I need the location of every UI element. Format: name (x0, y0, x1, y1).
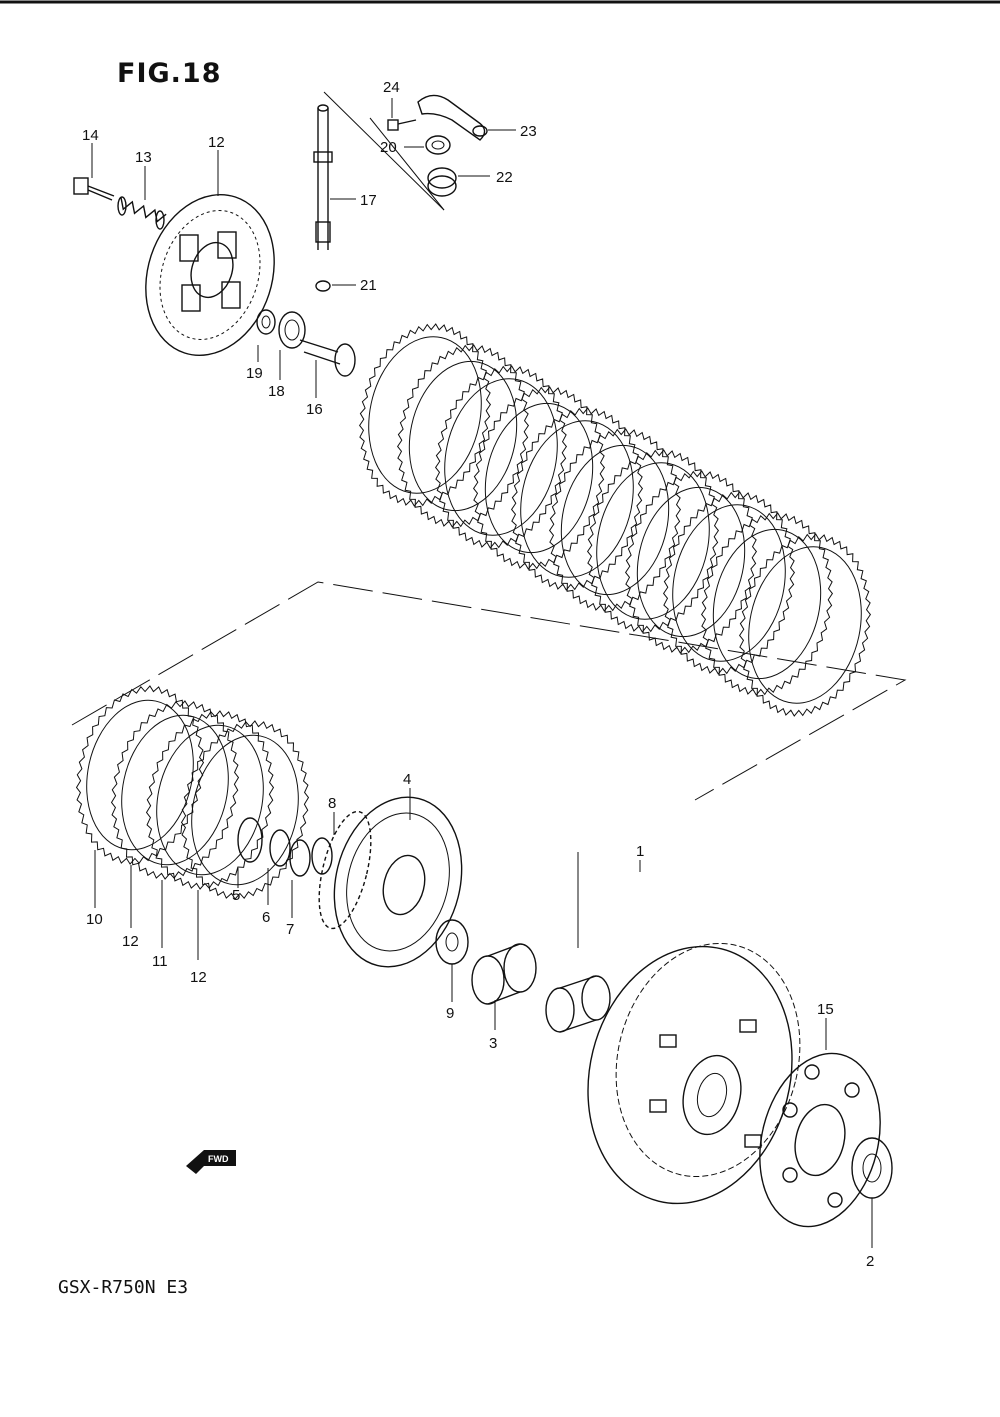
clutch-plate-upper (700, 512, 834, 696)
leader-bracket (323, 91, 445, 211)
clutch-plate-upper (586, 449, 720, 633)
thrust-washer-9 (435, 919, 469, 965)
push-piece-17 (299, 339, 356, 377)
clutch-plate-lower (110, 700, 240, 880)
screw-25 (387, 119, 417, 131)
callout-1: 1 (636, 843, 644, 860)
oil-pump-drive-gear (759, 1052, 881, 1228)
callout-22: 21 (360, 277, 377, 294)
clutch-plate-upper (738, 533, 872, 717)
model-code: GSX-R750N E3 (58, 1277, 189, 1298)
clutch-plate-stack-upper (358, 323, 872, 717)
plate-5 (237, 817, 263, 863)
oil-seal-22 (315, 280, 331, 292)
callout-4: 4 (403, 771, 411, 788)
primary-driven-gear-assembly (587, 942, 801, 1205)
callout-25: 24 (383, 79, 400, 96)
clutch-plate-lower (180, 720, 310, 900)
clutch-plate-stack-lower (75, 685, 310, 900)
figure-title: FIG.18 (117, 58, 222, 89)
callout-10: 10 (86, 911, 103, 928)
clutch-plate-upper (358, 323, 492, 507)
callout-20: 19 (246, 365, 263, 382)
callout-14: 13 (135, 149, 152, 166)
callout-11: 11 (152, 953, 168, 970)
callout-18: 17 (360, 192, 377, 209)
plate-stack-bracket (71, 581, 907, 801)
bearing-19 (278, 311, 306, 349)
callout-17: 16 (306, 401, 323, 418)
pressure-plate (145, 193, 275, 357)
clutch-spring (117, 196, 167, 230)
callout-6: 6 (262, 909, 270, 926)
clutch-release-arm (417, 94, 488, 141)
callout-9: 9 (446, 1005, 454, 1022)
callout-12-upper: 12 (122, 933, 139, 950)
spring-washer-7 (289, 839, 311, 877)
clutch-plate-lower (145, 710, 275, 890)
leader-lines (91, 98, 873, 1248)
callout-12-lower: 12 (190, 969, 207, 986)
fwd-arrow-icon: FWD (186, 1150, 236, 1174)
seat-8 (311, 837, 333, 875)
washer-20 (256, 309, 276, 335)
callout-24: 23 (520, 123, 537, 140)
clutch-plate-upper (662, 491, 796, 675)
callout-2: 2 (866, 1253, 874, 1270)
callout-8: 8 (328, 795, 336, 812)
clutch-spring-bolt (73, 177, 115, 201)
callout-5: 5 (232, 887, 240, 904)
needle-bearing-3 (471, 943, 537, 1005)
clutch-push-rod (313, 104, 333, 250)
callout-19: 18 (268, 383, 285, 400)
callout-7: 7 (286, 921, 294, 938)
clutch-plate-upper (510, 407, 644, 591)
callout-21: 20 (380, 139, 397, 156)
callout-3: 3 (489, 1035, 497, 1052)
spacer (545, 975, 611, 1033)
callout-15: 14 (82, 127, 99, 144)
bearing-23 (427, 167, 457, 197)
callout-23: 22 (496, 169, 513, 186)
clutch-sleeve-hub (318, 796, 463, 968)
clutch-plate-upper (434, 365, 568, 549)
clutch-plate-lower (75, 685, 205, 865)
bearing-21 (425, 135, 451, 155)
callout-13: 12 (208, 134, 225, 151)
washer-6 (269, 829, 291, 867)
callout-16: 15 (817, 1001, 834, 1018)
fwd-label: FWD (208, 1154, 229, 1164)
